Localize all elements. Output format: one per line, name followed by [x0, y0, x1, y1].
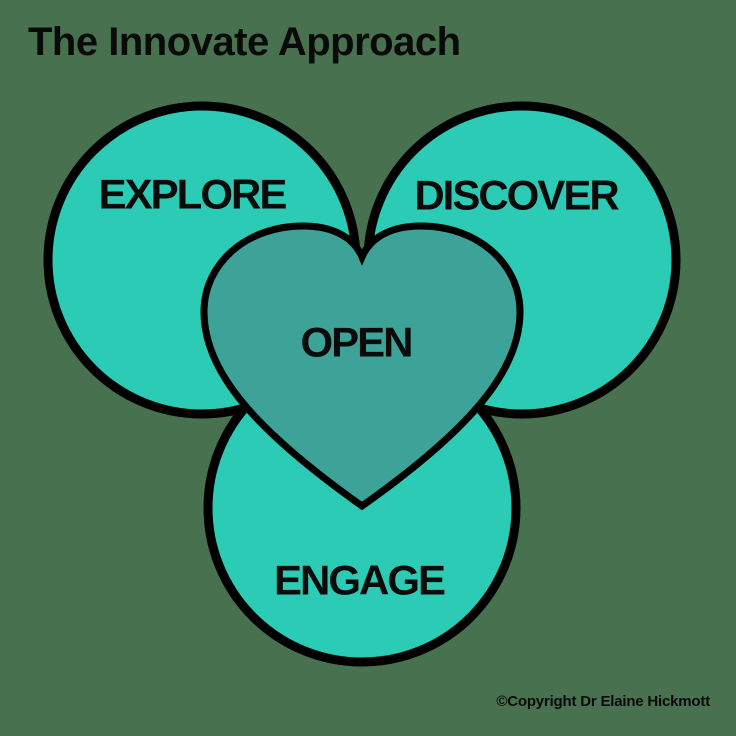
heart-icon	[200, 222, 524, 511]
engage-label: ENGAGE	[274, 557, 445, 604]
open-label: OPEN	[300, 319, 411, 366]
page-title: The Innovate Approach	[28, 20, 461, 64]
explore-label: EXPLORE	[99, 171, 287, 218]
copyright-text: ©Copyright Dr Elaine Hickmott	[496, 693, 710, 710]
discover-label: DISCOVER	[414, 172, 619, 219]
